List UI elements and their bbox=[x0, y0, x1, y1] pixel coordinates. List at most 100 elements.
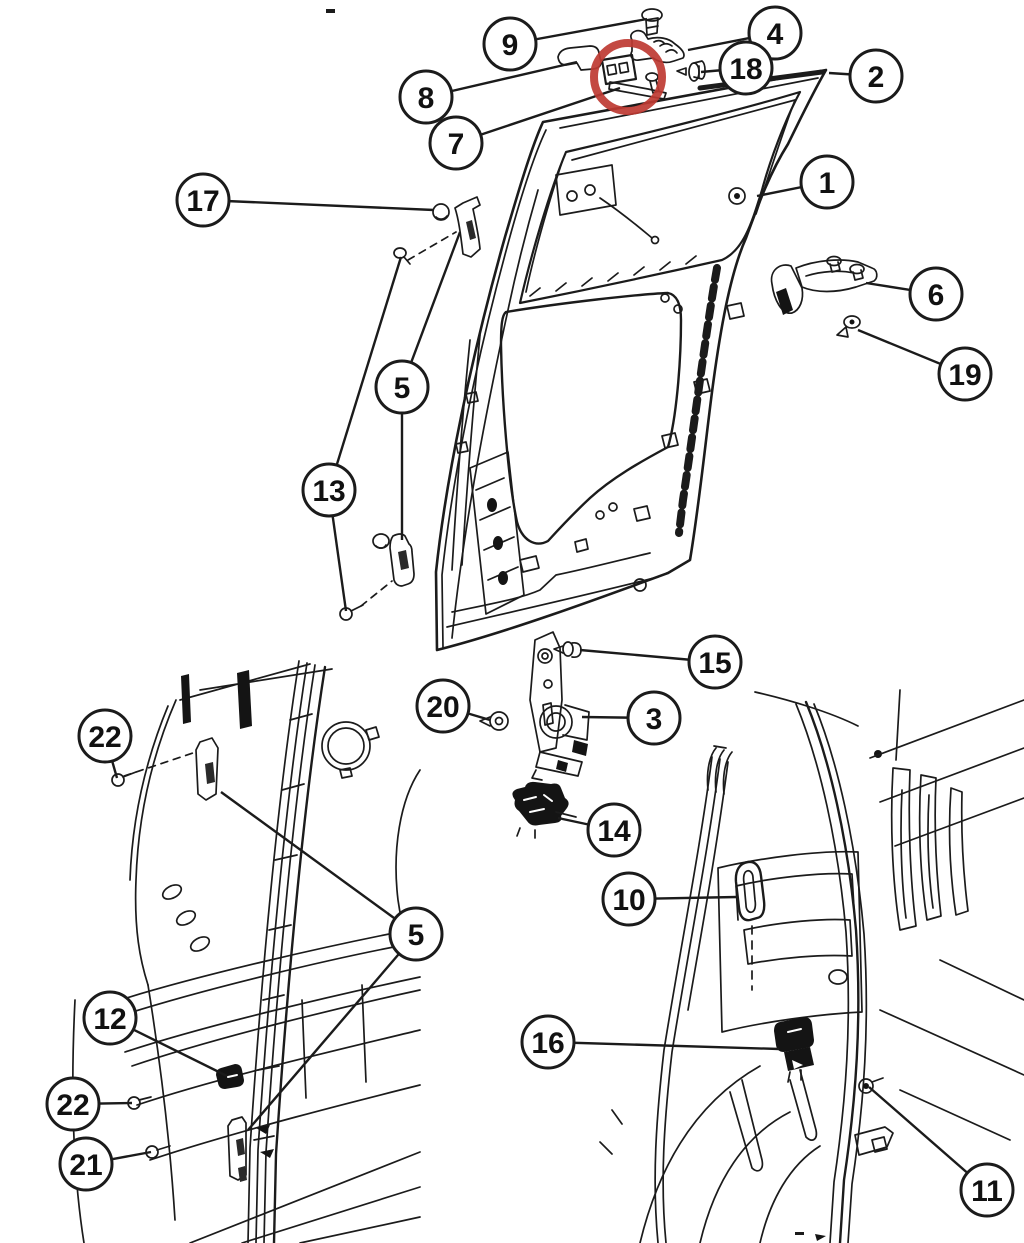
callout-19: 19 bbox=[937, 346, 993, 402]
push-pin-18-part bbox=[676, 60, 706, 82]
callout-13: 13 bbox=[301, 462, 357, 518]
lower-hinge-parts-illustration bbox=[479, 631, 590, 839]
callout-circle-17 bbox=[175, 172, 231, 228]
callout-number-9: 9 bbox=[502, 29, 519, 62]
leader-line-5a bbox=[400, 231, 462, 388]
callout-number-3: 3 bbox=[646, 703, 663, 736]
callout-number-5a: 5 bbox=[394, 372, 411, 405]
highlight-layer bbox=[590, 39, 666, 115]
latch-14-part bbox=[512, 781, 577, 839]
callout-circle-2 bbox=[848, 48, 904, 104]
callout-12: 12 bbox=[82, 990, 138, 1046]
callout-21: 21 bbox=[58, 1136, 114, 1192]
callout-number-15: 15 bbox=[698, 647, 731, 680]
callout-number-18: 18 bbox=[729, 53, 762, 86]
striker-10-part bbox=[734, 860, 766, 991]
speaker-hole bbox=[321, 721, 371, 771]
callout-2: 2 bbox=[848, 48, 904, 104]
upper-strap-bracket-part bbox=[195, 737, 219, 801]
latch-16-part bbox=[774, 1017, 814, 1083]
callout-number-19: 19 bbox=[948, 359, 981, 392]
callout-17: 17 bbox=[175, 172, 231, 228]
callout-10: 10 bbox=[601, 871, 657, 927]
callout-number-6: 6 bbox=[928, 279, 945, 312]
callout-3: 3 bbox=[626, 690, 682, 746]
callout-number-22b: 22 bbox=[56, 1089, 89, 1122]
callout-number-5b: 5 bbox=[408, 919, 425, 952]
callout-number-12: 12 bbox=[93, 1003, 126, 1036]
callout-number-10: 10 bbox=[612, 884, 645, 917]
leader-line-5b bbox=[247, 933, 417, 1131]
callout-number-8: 8 bbox=[418, 82, 435, 115]
callout-number-22a: 22 bbox=[88, 721, 121, 754]
callout-circle-14 bbox=[586, 802, 642, 858]
stray-mark bbox=[326, 9, 335, 13]
callout-circle-15 bbox=[687, 634, 743, 690]
callout-circle-1 bbox=[799, 154, 855, 210]
callout-11: 11 bbox=[959, 1162, 1015, 1218]
front-run-channel-parts-illustration bbox=[339, 196, 481, 621]
callout-circle-3 bbox=[626, 690, 682, 746]
callout-20: 20 bbox=[415, 678, 471, 734]
selected-part-highlight-ring bbox=[590, 39, 666, 115]
callout-5a: 5 bbox=[374, 359, 430, 415]
callout-circle-16 bbox=[520, 1014, 576, 1070]
callout-number-21: 21 bbox=[69, 1149, 102, 1182]
grommet-20-part bbox=[479, 711, 509, 731]
pin-11-part bbox=[858, 1077, 884, 1094]
leader-line-16 bbox=[547, 1040, 780, 1051]
callout-circle-13 bbox=[301, 462, 357, 518]
callout-circle-5a bbox=[374, 359, 430, 415]
callout-number-20: 20 bbox=[426, 691, 459, 724]
callout-number-13: 13 bbox=[312, 475, 345, 508]
callout-number-2: 2 bbox=[868, 61, 885, 94]
callout-14: 14 bbox=[586, 802, 642, 858]
callout-circle-22b bbox=[45, 1076, 101, 1132]
callout-circle-10 bbox=[601, 871, 657, 927]
callout-circle-18 bbox=[718, 40, 774, 96]
callout-22b: 22 bbox=[45, 1076, 101, 1132]
leader-line-17 bbox=[202, 198, 435, 212]
callout-number-4: 4 bbox=[767, 18, 784, 51]
center-hinge-parts-illustration bbox=[770, 255, 878, 338]
callout-18: 18 bbox=[718, 40, 774, 96]
callout-9: 9 bbox=[482, 16, 538, 72]
callout-number-11: 11 bbox=[971, 1175, 1003, 1208]
sliding-door-panel-illustration bbox=[434, 68, 828, 652]
grommet-17-part bbox=[432, 203, 450, 221]
body-side-rear-illustration bbox=[599, 689, 1024, 1243]
callout-1: 1 bbox=[799, 154, 855, 210]
leader-line-5b bbox=[220, 791, 417, 935]
body-side-front-illustration bbox=[72, 660, 421, 1243]
stray-mark bbox=[795, 1232, 804, 1235]
lower-channel-bracket-part bbox=[389, 533, 415, 587]
callout-5b: 5 bbox=[388, 906, 444, 962]
callout-8: 8 bbox=[398, 69, 454, 125]
callout-6: 6 bbox=[908, 266, 964, 322]
callout-15: 15 bbox=[687, 634, 743, 690]
push-pin-19-part bbox=[836, 315, 861, 338]
callout-circle-19 bbox=[937, 346, 993, 402]
callout-circle-8 bbox=[398, 69, 454, 125]
callout-circle-6 bbox=[908, 266, 964, 322]
callout-number-16: 16 bbox=[531, 1027, 564, 1060]
callout-circle-7 bbox=[428, 115, 484, 171]
callout-7: 7 bbox=[428, 115, 484, 171]
callout-circle-21 bbox=[58, 1136, 114, 1192]
callout-16: 16 bbox=[520, 1014, 576, 1070]
callout-number-17: 17 bbox=[186, 185, 219, 218]
screw-9-part bbox=[641, 8, 663, 36]
callout-number-7: 7 bbox=[448, 128, 465, 161]
callout-number-14: 14 bbox=[597, 815, 631, 848]
callout-circle-11 bbox=[959, 1162, 1015, 1218]
roller-arm-4-part bbox=[630, 29, 685, 64]
callout-circle-20 bbox=[415, 678, 471, 734]
leader-line-13 bbox=[327, 256, 403, 491]
callout-number-1: 1 bbox=[819, 167, 836, 200]
callout-circle-22a bbox=[77, 708, 133, 764]
callout-circle-12 bbox=[82, 990, 138, 1046]
stray-marks-layer bbox=[326, 9, 804, 1235]
